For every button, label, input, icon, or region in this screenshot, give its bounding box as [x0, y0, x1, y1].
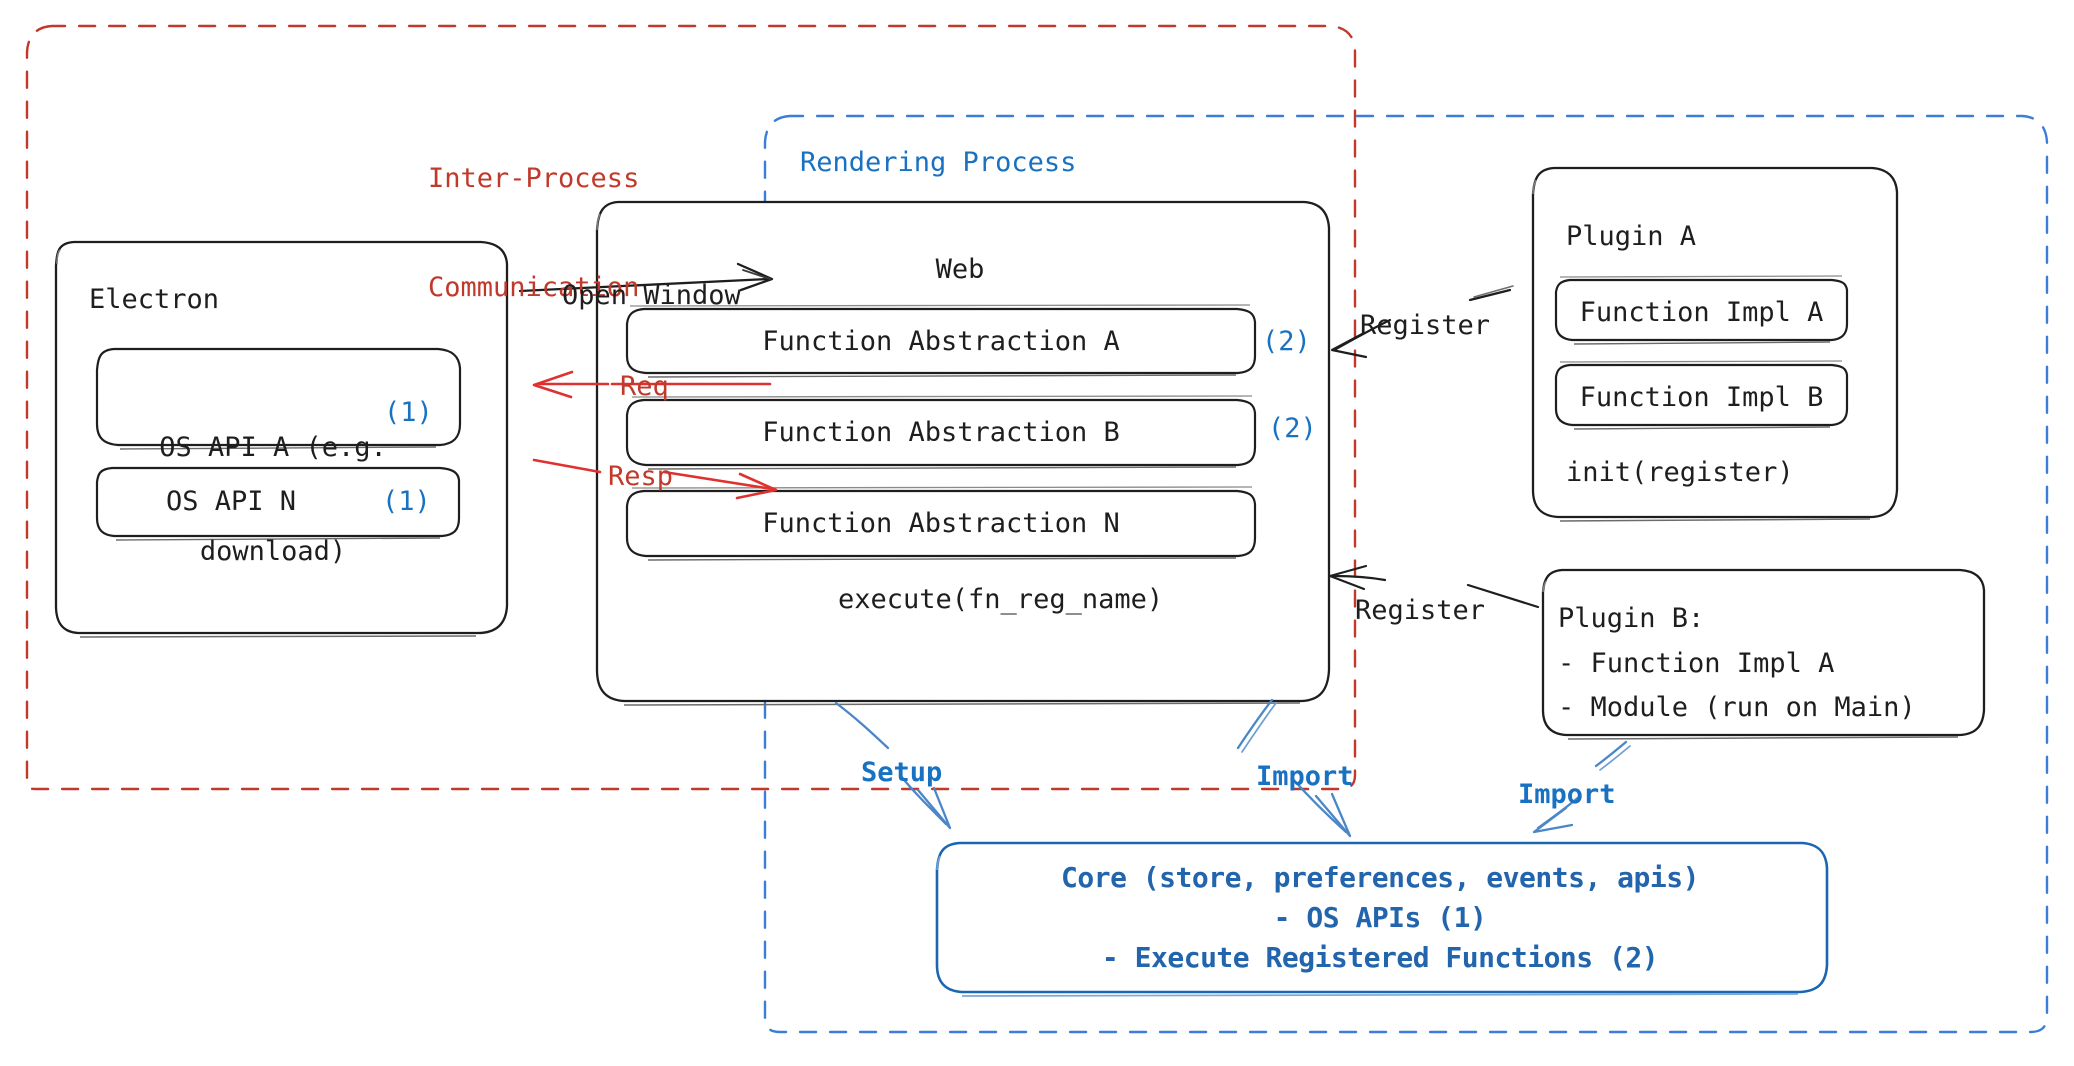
function-abstraction-a-label: Function Abstraction A: [762, 326, 1120, 357]
web-title: Web: [935, 254, 985, 285]
function-impl-b-label: Function Impl B: [1579, 382, 1824, 413]
plugin-b-item-1: - Module (run on Main): [1558, 692, 1916, 723]
ipc-container-label: Inter-Process Communication: [428, 88, 639, 380]
edge-label-import-web: Import: [1256, 761, 1354, 792]
edge-label-req: Req: [620, 371, 669, 402]
electron-title: Electron: [89, 284, 220, 315]
rendering-process-label: Rendering Process: [800, 147, 1077, 178]
edge-label-open-window: Open Window: [562, 280, 741, 311]
web-execute-label: execute(fn_reg_name): [838, 584, 1164, 615]
core-line-2: - OS APIs (1): [1273, 900, 1487, 934]
os-api-a-line-2: download): [199, 535, 347, 567]
ipc-label-line-2: Communication: [428, 272, 640, 304]
os-api-a-marker: (1): [384, 397, 433, 428]
edge-label-register-b: Register: [1355, 595, 1486, 626]
os-api-n-label: OS API N: [165, 486, 297, 517]
function-abstraction-b-marker: (2): [1268, 413, 1317, 444]
edge-label-register-a: Register: [1360, 310, 1491, 341]
plugin-b-title: Plugin B:: [1558, 603, 1705, 634]
core-line-3: - Execute Registered Functions (2): [1101, 940, 1659, 974]
edge-label-resp: Resp: [608, 461, 674, 492]
os-api-a-label: OS API A (e.g. download): [108, 362, 438, 638]
os-api-n-marker: (1): [382, 486, 431, 517]
plugin-b-item-0: - Function Impl A: [1558, 648, 1835, 679]
edge-label-import-plugin-b: Import: [1518, 779, 1616, 810]
core-box-text: Core (store, preferences, events, apis) …: [940, 858, 1820, 977]
core-line-1: Core (store, preferences, events, apis): [1061, 861, 1699, 894]
function-abstraction-b-label: Function Abstraction B: [762, 417, 1120, 448]
function-impl-a-label: Function Impl A: [1579, 297, 1824, 328]
plugin-a-title: Plugin A: [1566, 221, 1697, 252]
os-api-a-line-1: OS API A (e.g.: [159, 432, 387, 464]
function-abstraction-n-label: Function Abstraction N: [762, 508, 1120, 539]
ipc-label-line-1: Inter-Process: [428, 162, 640, 194]
function-abstraction-a-marker: (2): [1262, 326, 1311, 357]
plugin-a-init-label: init(register): [1566, 457, 1794, 488]
edge-label-setup: Setup: [861, 757, 943, 788]
